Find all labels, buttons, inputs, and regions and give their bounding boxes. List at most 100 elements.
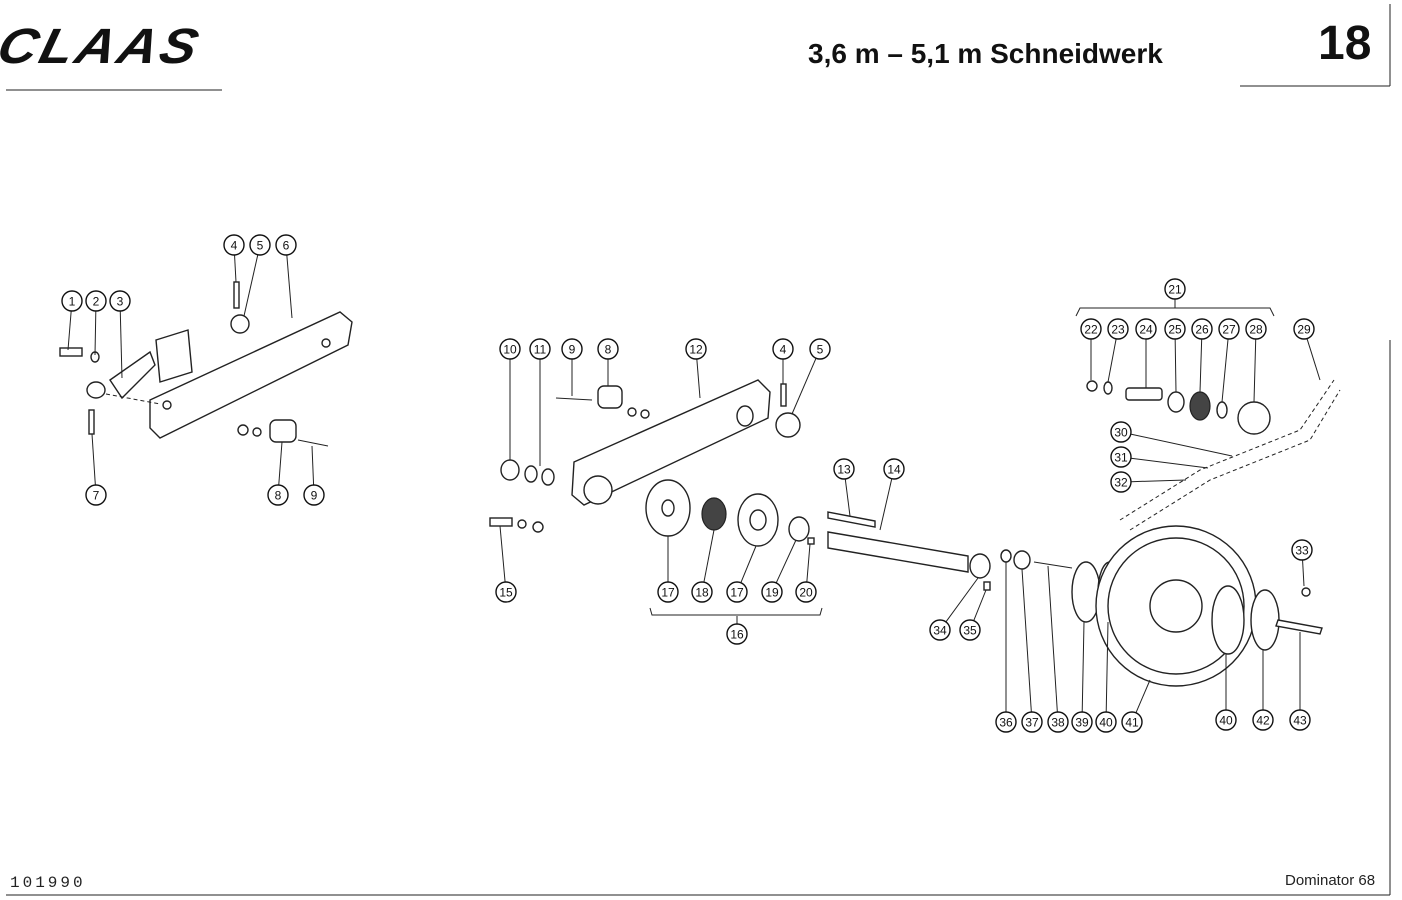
plate-bore — [583, 475, 613, 505]
callout-37: 37 — [1021, 568, 1043, 733]
callout-39: 39 — [1071, 621, 1093, 733]
callout-circle — [959, 619, 981, 641]
callout-number: 39 — [1075, 716, 1089, 730]
page-frame — [6, 4, 1391, 896]
callout-11: 11 — [529, 338, 551, 466]
callout-36: 36 — [995, 562, 1017, 733]
left-arm-assembly — [59, 281, 353, 447]
washer — [640, 409, 650, 419]
callout-circle — [529, 338, 551, 360]
leader-line — [1221, 338, 1229, 403]
leader-line — [243, 254, 259, 317]
callout-number: 9 — [569, 343, 576, 357]
callout-number: 34 — [933, 624, 947, 638]
callout-21: 21 — [1164, 278, 1186, 308]
leader-line — [91, 433, 96, 486]
callout-number: 37 — [1025, 716, 1039, 730]
callout-circle — [1215, 709, 1237, 731]
pin — [780, 383, 787, 407]
callout-number: 18 — [695, 586, 709, 600]
callout-number: 9 — [311, 489, 318, 503]
callout-4: 4 — [223, 234, 245, 283]
callout-circle — [597, 338, 619, 360]
callout-30: 30 — [1110, 421, 1233, 457]
callout-circle — [1245, 318, 1267, 340]
callout-circle — [1252, 709, 1274, 731]
callout-number: 8 — [605, 343, 612, 357]
collar — [788, 516, 810, 542]
callout-1: 1 — [61, 290, 83, 351]
callout-23: 23 — [1107, 318, 1129, 383]
callout-22: 22 — [1080, 318, 1102, 380]
spacer — [597, 385, 623, 409]
callout-circle — [499, 338, 521, 360]
friction-disc — [1211, 585, 1245, 655]
leader-line — [1199, 338, 1203, 393]
arm-hole — [162, 400, 172, 410]
callout-circle — [929, 619, 951, 641]
callout-6: 6 — [275, 234, 297, 319]
callout-circle — [1080, 318, 1102, 340]
callout-number: 4 — [231, 239, 238, 253]
callout-number: 40 — [1219, 714, 1233, 728]
callout-circle — [1164, 278, 1186, 300]
callout-circle — [883, 458, 905, 480]
pressure-plate — [1250, 589, 1280, 651]
bearing — [701, 497, 727, 531]
shim — [524, 465, 538, 483]
leader-line — [1047, 565, 1058, 713]
callout-number: 28 — [1249, 323, 1263, 337]
arm-plate — [149, 311, 353, 439]
callout-circle — [223, 234, 245, 256]
bearing — [1189, 391, 1211, 421]
mounting-plate — [571, 379, 771, 506]
callout-circle — [1107, 318, 1129, 340]
leader-line — [499, 525, 506, 583]
callout-number: 30 — [1114, 426, 1128, 440]
nut — [1086, 380, 1098, 392]
leader-line — [1253, 338, 1257, 403]
callout-28: 28 — [1245, 318, 1267, 403]
leader-line — [286, 254, 293, 319]
callout-20: 20 — [795, 543, 817, 603]
callout-circle — [1135, 318, 1157, 340]
leader-line — [1306, 338, 1321, 381]
bolt — [489, 517, 513, 527]
bracket-16 — [649, 607, 823, 616]
callout-24: 24 — [1135, 318, 1157, 388]
callout-circle — [1164, 318, 1186, 340]
callout-40: 40 — [1095, 621, 1117, 733]
leader-line — [879, 478, 893, 531]
callout-26: 26 — [1191, 318, 1213, 393]
leader-line — [1130, 433, 1233, 457]
callout-number: 4 — [780, 343, 787, 357]
callout-9: 9 — [561, 338, 583, 396]
leader-line — [278, 441, 283, 486]
callout-circle — [1071, 711, 1093, 733]
set-screw — [807, 537, 815, 545]
callout-40: 40 — [1215, 654, 1237, 731]
callout-number: 29 — [1297, 323, 1311, 337]
callout-38: 38 — [1047, 565, 1069, 733]
callout-number: 10 — [503, 343, 517, 357]
leader-line — [703, 529, 715, 583]
callout-number: 26 — [1195, 323, 1209, 337]
callout-number: 13 — [837, 463, 851, 477]
callout-17: 17 — [657, 536, 679, 603]
callout-43: 43 — [1289, 632, 1311, 731]
callout-number: 27 — [1222, 323, 1236, 337]
flange-bore — [661, 499, 675, 517]
callout-5: 5 — [243, 234, 271, 317]
callout-41: 41 — [1121, 679, 1151, 733]
callout-number: 17 — [730, 586, 744, 600]
callout-circle — [1110, 471, 1132, 493]
callout-circle — [1289, 709, 1311, 731]
document-number: 101990 — [10, 874, 86, 892]
model-name: Dominator 68 — [1285, 872, 1376, 889]
callout-circle — [1293, 318, 1315, 340]
callout-13: 13 — [833, 458, 855, 517]
shaft — [827, 531, 969, 573]
callout-circle — [1110, 421, 1132, 443]
